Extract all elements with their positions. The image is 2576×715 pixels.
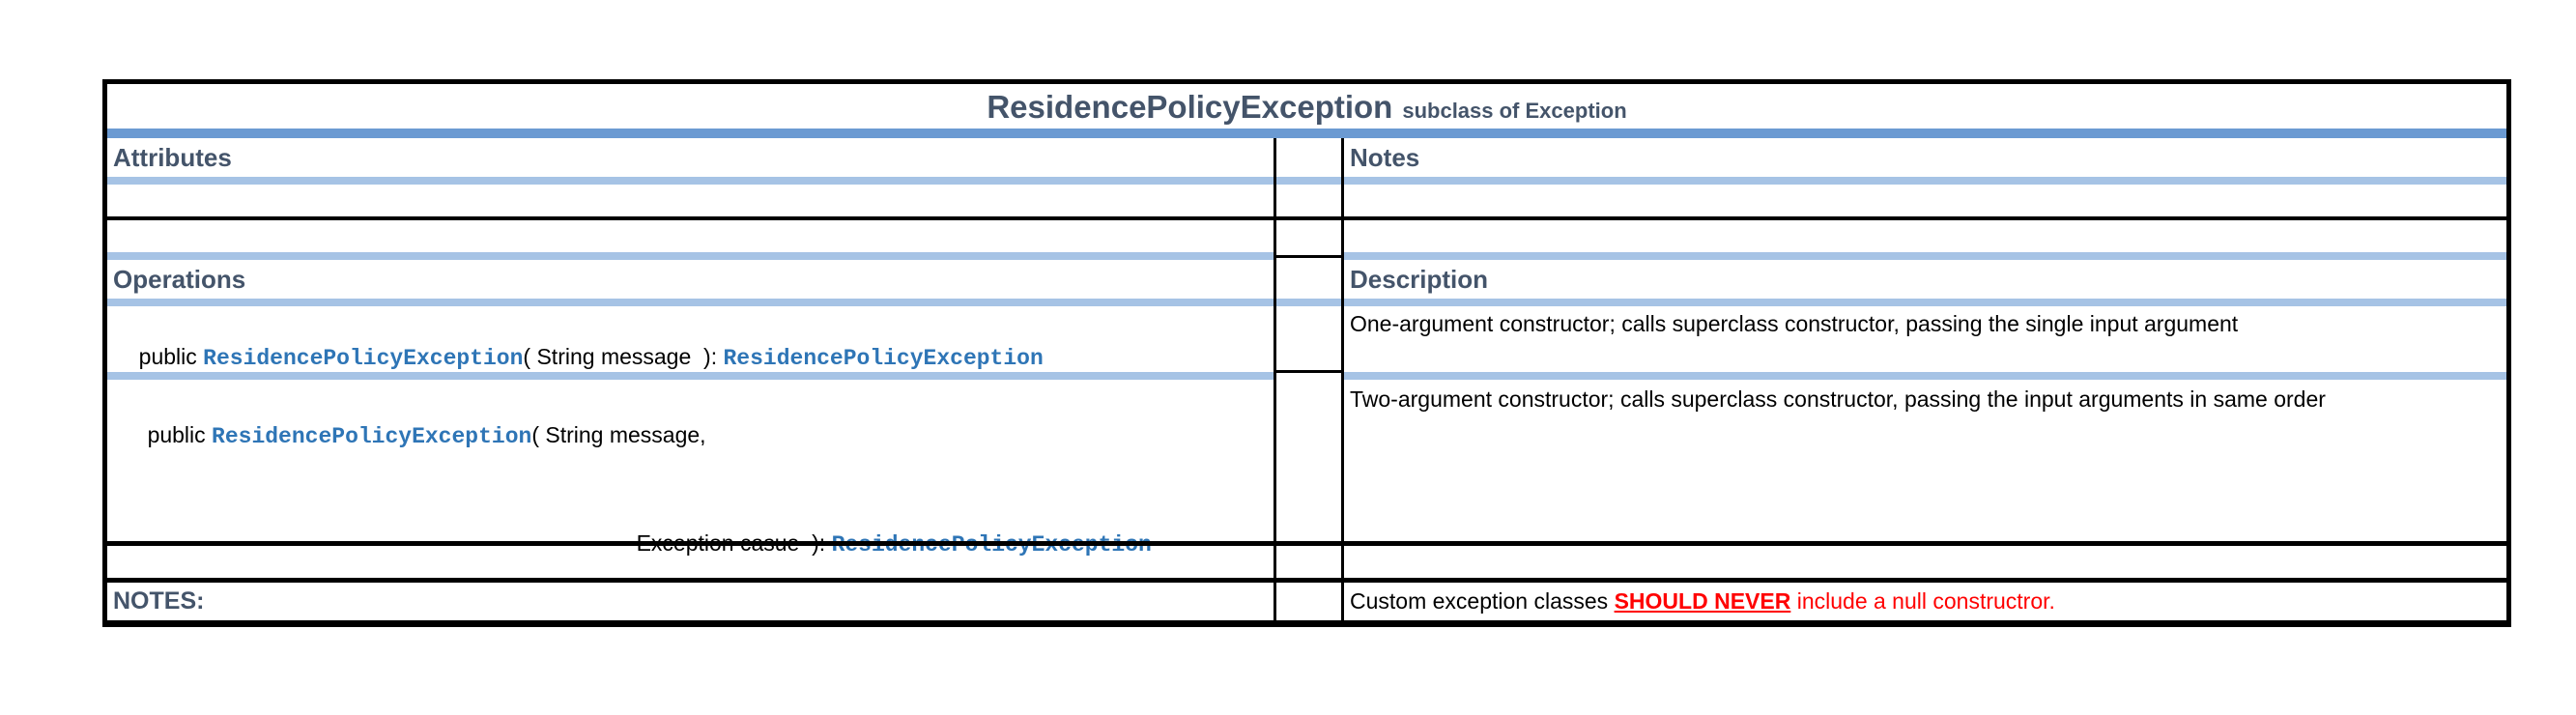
keyword-text: public — [147, 422, 213, 447]
constructor-name: ResidencePolicyException — [203, 346, 524, 371]
class-name-title: ResidencePolicyException — [987, 89, 1393, 125]
operation-signature-2: public ResidencePolicyException( String … — [113, 383, 1152, 599]
row-divider — [107, 541, 2506, 546]
operations-band-right — [1341, 252, 2506, 260]
keyword-text: public — [138, 344, 204, 369]
operations-header: Operations — [113, 265, 246, 294]
spacer-cell-rule-top — [1274, 255, 1344, 258]
operations-header-band — [107, 299, 2506, 306]
class-subtitle: subclass of Exception — [1402, 99, 1627, 123]
operation-description-2: Two-argument constructor; calls supercla… — [1350, 386, 2326, 412]
description-header: Description — [1350, 265, 1489, 294]
note-suffix-text: include a null constructror. — [1790, 588, 2055, 614]
note-emphasis-text: SHOULD NEVER — [1614, 588, 1791, 614]
spacer-column-right-line — [1341, 138, 1344, 620]
table-title-row: ResidencePolicyException subclass of Exc… — [107, 84, 2506, 129]
title-underline-band — [107, 129, 2506, 138]
parameter-list: ( String message ): — [523, 344, 724, 369]
attributes-header: Attributes — [113, 143, 232, 172]
operation-divider-band-right — [1341, 372, 2506, 380]
return-type: ResidencePolicyException — [723, 346, 1044, 371]
note-prefix-text: Custom exception classes — [1350, 588, 1615, 614]
parameter-list: ( String message, — [531, 422, 706, 447]
signature-line-1: public ResidencePolicyException( String … — [113, 383, 1152, 491]
row-divider — [107, 216, 2506, 220]
row-divider — [107, 578, 2506, 583]
notes-footer-label: NOTES: — [113, 587, 205, 615]
operation-signature-1: public ResidencePolicyException( String … — [113, 307, 1044, 410]
operation-divider-band-left — [107, 372, 1274, 380]
constructor-name: ResidencePolicyException — [212, 424, 532, 449]
operations-band-left — [107, 252, 1274, 260]
class-spec-table: ResidencePolicyException subclass of Exc… — [102, 79, 2511, 627]
notes-header: Notes — [1350, 143, 1420, 172]
footer-warning-note: Custom exception classes SHOULD NEVER in… — [1350, 586, 2055, 616]
header-band — [107, 177, 2506, 185]
spacer-column-left-line — [1274, 138, 1276, 620]
spacer-cell-rule-mid — [1274, 370, 1344, 373]
operation-description-1: One-argument constructor; calls supercla… — [1350, 311, 2239, 336]
